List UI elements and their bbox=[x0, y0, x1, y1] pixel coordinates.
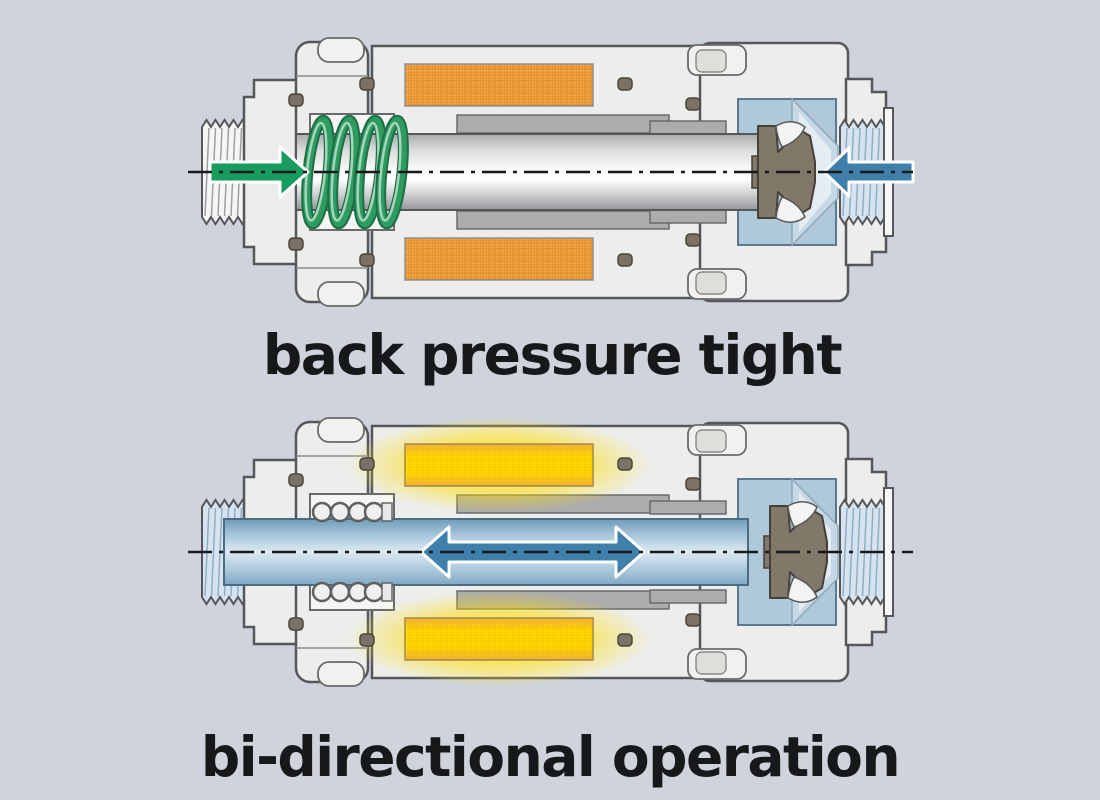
coil-winding-bottom bbox=[404, 237, 594, 281]
compressed-return-spring-top bbox=[311, 501, 393, 523]
inlet-flow-arrow-icon bbox=[208, 145, 310, 199]
caption-bi-directional-operation: bi-directional operation bbox=[201, 725, 899, 789]
coil-winding-top bbox=[404, 63, 594, 107]
coil-winding-bottom-energized bbox=[404, 617, 594, 661]
caption-back-pressure-tight: back pressure tight bbox=[263, 323, 842, 387]
valve-deenergized bbox=[188, 36, 915, 308]
valve-energized bbox=[188, 416, 913, 688]
coil-winding-top-energized bbox=[404, 443, 594, 487]
compressed-return-spring-bottom bbox=[311, 581, 393, 603]
